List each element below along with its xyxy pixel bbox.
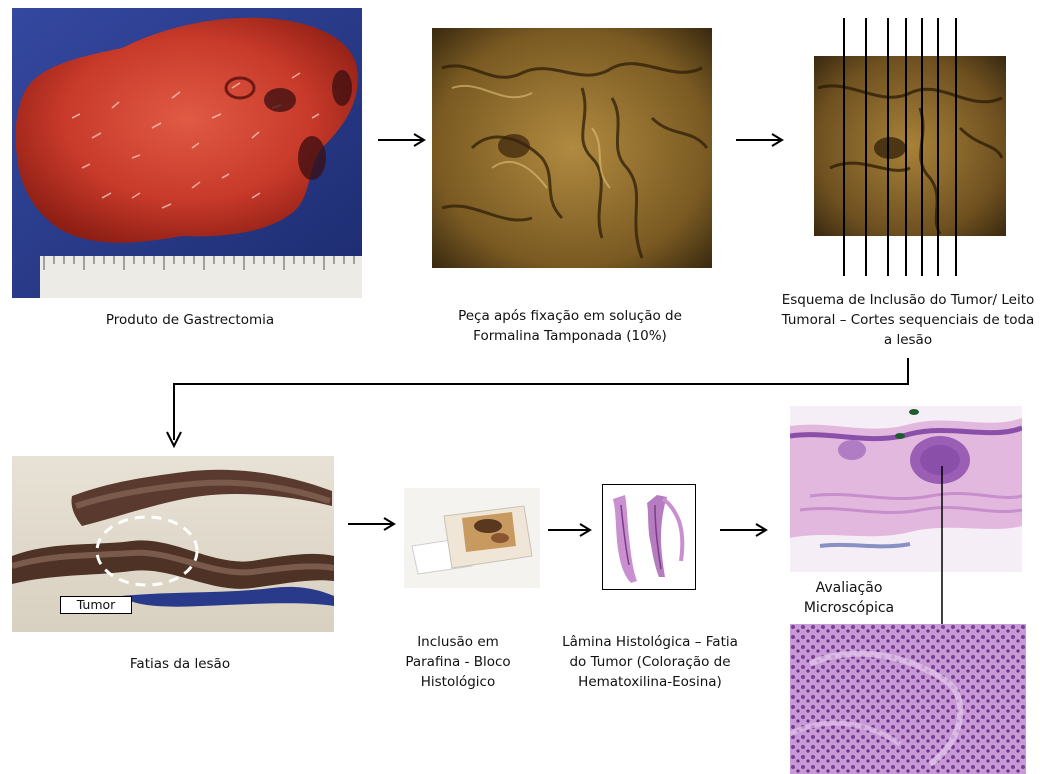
- slide-caption-line1: Lâmina Histológica – Fatia: [548, 632, 752, 652]
- fixed-specimen-photo: [432, 28, 712, 268]
- gastrectomy-caption: Produto de Gastrectomia: [80, 310, 300, 330]
- paraffin-caption-line1: Inclusão em: [388, 632, 528, 652]
- tumor-label: Tumor: [60, 596, 132, 614]
- arrow-right-icon: [548, 522, 592, 538]
- inclusion-scheme-photo: [810, 18, 1010, 280]
- magnification-pointer: [938, 466, 950, 646]
- slide-caption-line3: Hematoxilina-Eosina): [548, 672, 752, 692]
- paraffin-caption-line2: Parafina - Bloco: [388, 652, 528, 672]
- inclusion-scheme-caption-line1: Esquema de Inclusão do Tumor/ Leito: [764, 290, 1052, 310]
- microscopy-high-power-photo: [790, 624, 1026, 774]
- slide-caption: Lâmina Histológica – Fatia do Tumor (Col…: [548, 632, 752, 692]
- paraffin-caption-line3: Histológico: [388, 672, 528, 692]
- inclusion-scheme-caption: Esquema de Inclusão do Tumor/ Leito Tumo…: [764, 290, 1052, 350]
- arrow-right-icon: [348, 516, 396, 532]
- microscopy-low-power-photo: [790, 406, 1022, 572]
- gastrectomy-photo: [12, 8, 362, 298]
- slide-caption-line2: do Tumor (Coloração de: [548, 652, 752, 672]
- inclusion-scheme-caption-line3: a lesão: [764, 330, 1052, 350]
- fixation-caption: Peça após fixação em solução de Formalin…: [430, 306, 710, 346]
- paraffin-caption: Inclusão em Parafina - Bloco Histológico: [388, 632, 528, 692]
- fixation-caption-line1: Peça após fixação em solução de: [430, 306, 710, 326]
- fixation-caption-line2: Formalina Tamponada (10%): [430, 326, 710, 346]
- arrow-right-icon: [736, 132, 784, 148]
- slices-caption: Fatias da lesão: [90, 654, 270, 674]
- inclusion-scheme-caption-line2: Tumoral – Cortes sequenciais de toda: [764, 310, 1052, 330]
- arrow-right-icon: [720, 522, 768, 538]
- paraffin-block-photo: [404, 488, 540, 588]
- microscopy-caption-line1: Avaliação: [794, 578, 904, 598]
- microscopy-caption-line2: Microscópica: [794, 598, 904, 618]
- arrow-right-icon: [378, 132, 426, 148]
- histology-slide-photo: [602, 484, 696, 590]
- microscopy-caption: Avaliação Microscópica: [794, 578, 904, 618]
